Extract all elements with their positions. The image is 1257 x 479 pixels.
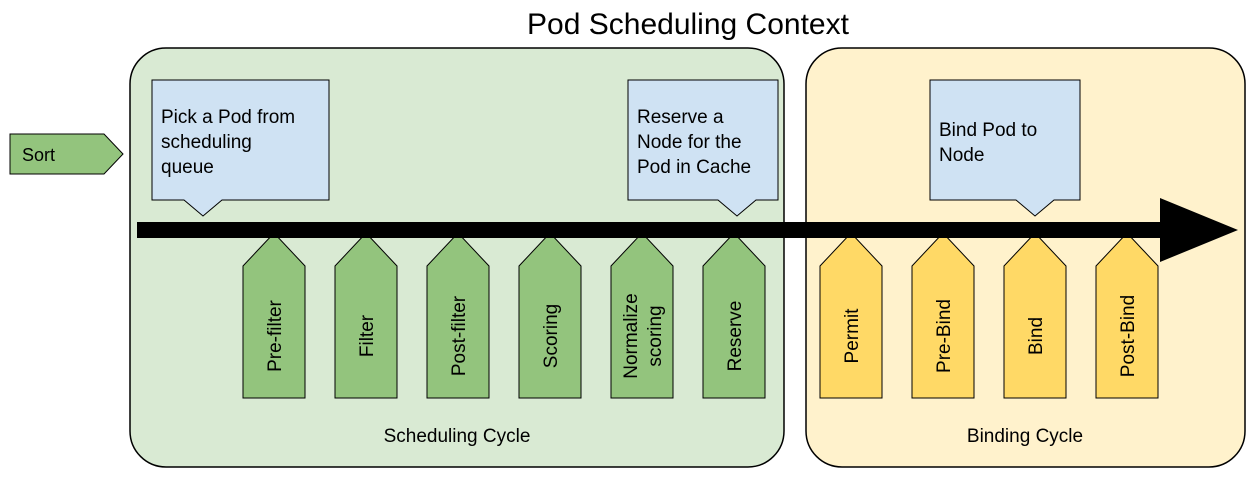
plugin-normalize-scoring-shape: [610, 232, 674, 399]
diagram-title: Pod Scheduling Context: [527, 8, 850, 41]
plugin-filter-shape: [334, 232, 398, 399]
pick-pod-callout: [151, 79, 330, 217]
plugin-pre-filter-shape: [242, 232, 306, 399]
plugin-pre-filter-label: Pre-filter: [265, 299, 286, 371]
plugin-pre-bind-shape: [911, 232, 975, 399]
scheduling-plugins: Pre-filter Filter Post-filter Scoring Normal…: [242, 232, 766, 399]
reserve-node-callout: [627, 79, 779, 217]
timeline-arrow-head: [1160, 198, 1238, 262]
timeline-arrow-shaft: [137, 222, 1167, 238]
plugin-normalize-scoring-label: scoring: [645, 305, 666, 366]
sort-label: Sort: [22, 145, 55, 165]
plugin-bind-shape: [1003, 232, 1067, 399]
binding-plugins: Permit Pre-Bind Bind Post-Bind: [819, 232, 1159, 399]
plugin-post-filter-shape: [426, 232, 490, 399]
bind-pod-callout: [929, 79, 1081, 217]
plugin-pre-bind-label: Pre-Bind: [934, 299, 955, 373]
sort-pentagon: [9, 133, 124, 175]
plugin-normalize-scoring-label: Normalize: [621, 293, 642, 379]
reserve-node-callout-text: Reserve a Node for the Pod in Cache: [637, 107, 751, 178]
plugin-permit-shape: [819, 232, 883, 399]
binding-cycle-label: Binding Cycle: [967, 426, 1083, 447]
bind-pod-callout-text: Bind Pod to Node: [939, 120, 1043, 166]
plugin-permit-label: Permit: [842, 308, 863, 364]
plugin-bind-label: Bind: [1026, 317, 1047, 355]
plugin-reserve-label: Reserve: [725, 301, 746, 372]
pick-pod-callout-text: Pick a Pod from scheduling queue: [161, 107, 300, 178]
scheduling-cycle-label: Scheduling Cycle: [384, 426, 531, 447]
plugin-scoring-shape: [518, 232, 582, 399]
plugin-post-bind-shape: [1095, 232, 1159, 399]
plugin-reserve-shape: [702, 232, 766, 399]
plugin-scoring-label: Scoring: [541, 304, 562, 368]
plugin-filter-label: Filter: [357, 314, 378, 357]
plugin-post-bind-label: Post-Bind: [1118, 295, 1139, 377]
plugin-post-filter-label: Post-filter: [449, 295, 470, 376]
